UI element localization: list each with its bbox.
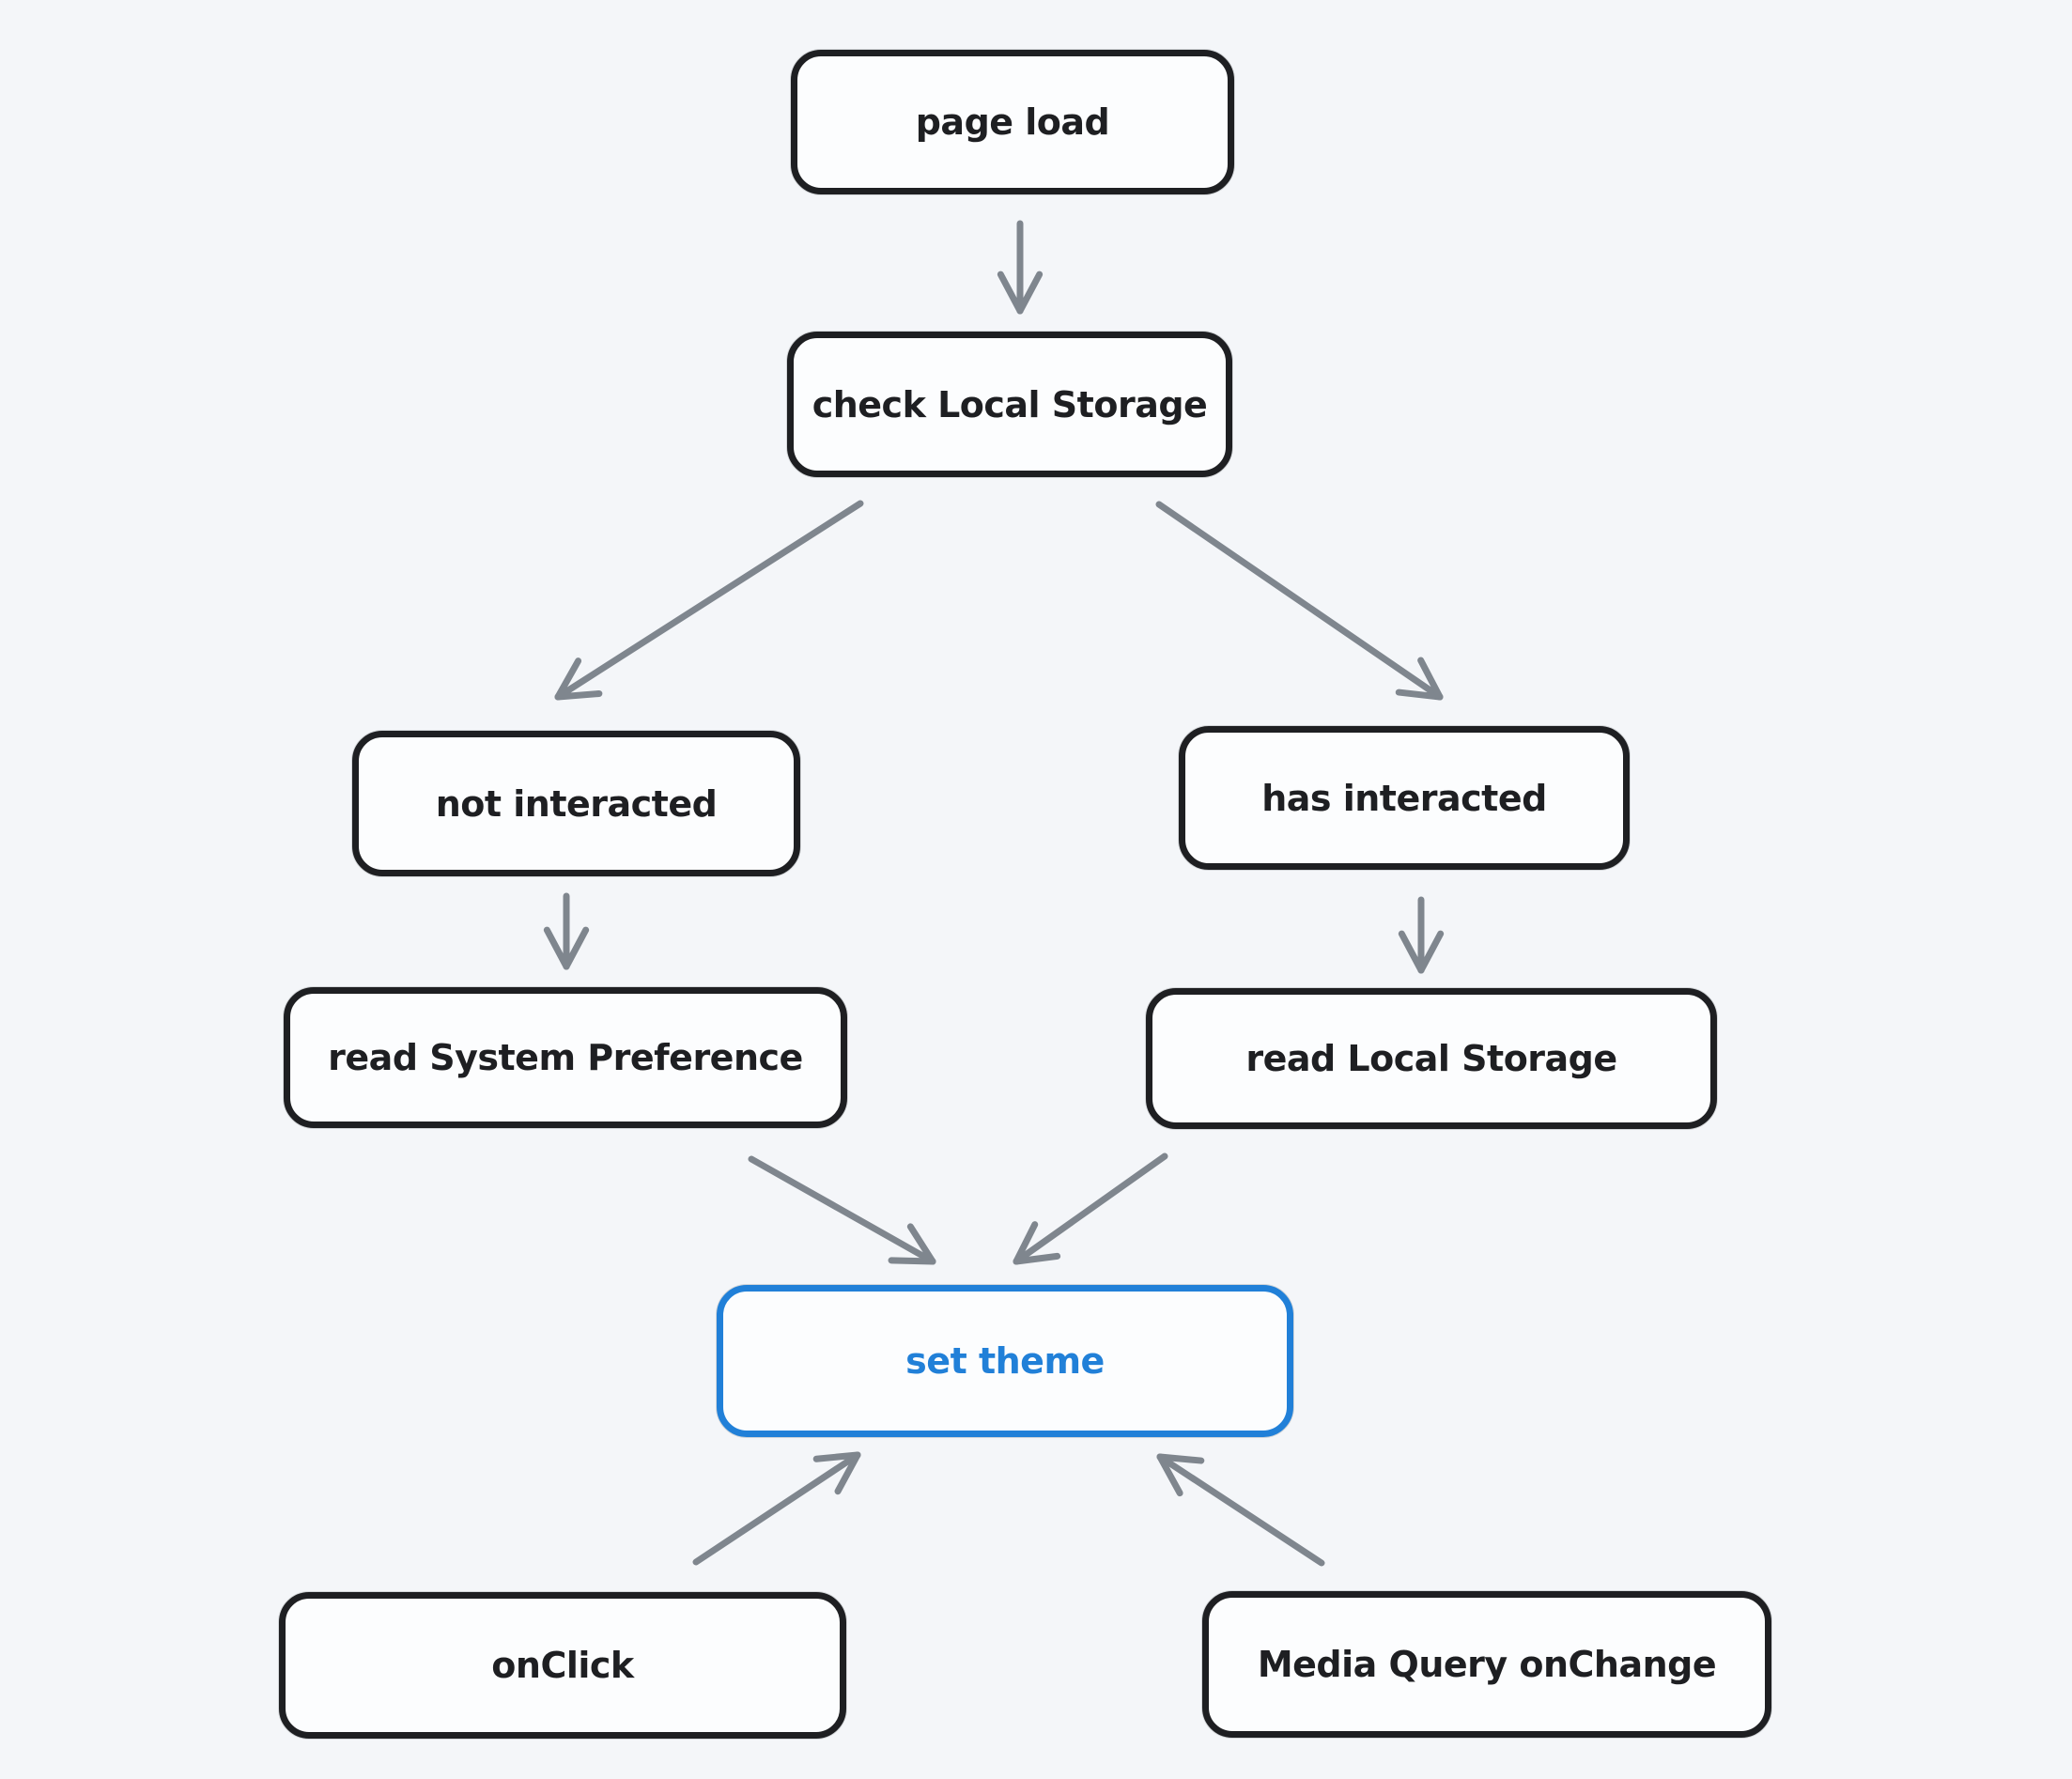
arrow-read-local-storage-to-set-theme[interactable] bbox=[1013, 1152, 1168, 1265]
node-label: read System Preference bbox=[328, 1037, 803, 1078]
node-onclick[interactable]: onClick bbox=[279, 1592, 846, 1739]
node-media-query-onchange[interactable]: Media Query onChange bbox=[1202, 1591, 1771, 1738]
node-label: not interacted bbox=[435, 782, 718, 825]
node-label: page load bbox=[915, 101, 1110, 143]
arrow-not-interacted-to-read-system-preference[interactable] bbox=[543, 892, 590, 970]
arrow-media-query-onchange-to-set-theme[interactable] bbox=[1156, 1453, 1325, 1567]
node-label: set theme bbox=[905, 1340, 1105, 1382]
arrow-has-interacted-to-read-local-storage[interactable] bbox=[1398, 896, 1445, 974]
node-label: Media Query onChange bbox=[1257, 1644, 1717, 1685]
arrow-check-local-storage-to-has-interacted[interactable] bbox=[1155, 501, 1444, 701]
node-set-theme[interactable]: set theme bbox=[717, 1285, 1293, 1437]
arrow-read-system-preference-to-set-theme[interactable] bbox=[748, 1155, 936, 1265]
node-label: read Local Storage bbox=[1245, 1038, 1617, 1079]
arrow-check-local-storage-to-not-interacted[interactable] bbox=[554, 500, 864, 701]
node-read-system-preference[interactable]: read System Preference bbox=[284, 987, 847, 1128]
node-check-local-storage[interactable]: check Local Storage bbox=[787, 332, 1232, 477]
node-label: has interacted bbox=[1261, 777, 1547, 819]
arrow-onclick-to-set-theme[interactable] bbox=[692, 1451, 861, 1566]
node-read-local-storage[interactable]: read Local Storage bbox=[1146, 988, 1717, 1129]
arrow-page-load-to-check-local-storage[interactable] bbox=[997, 220, 1044, 315]
node-page-load[interactable]: page load bbox=[791, 50, 1234, 194]
node-label: onClick bbox=[491, 1645, 634, 1686]
node-label: check Local Storage bbox=[812, 383, 1208, 425]
node-has-interacted[interactable]: has interacted bbox=[1179, 726, 1630, 870]
node-not-interacted[interactable]: not interacted bbox=[352, 731, 800, 876]
